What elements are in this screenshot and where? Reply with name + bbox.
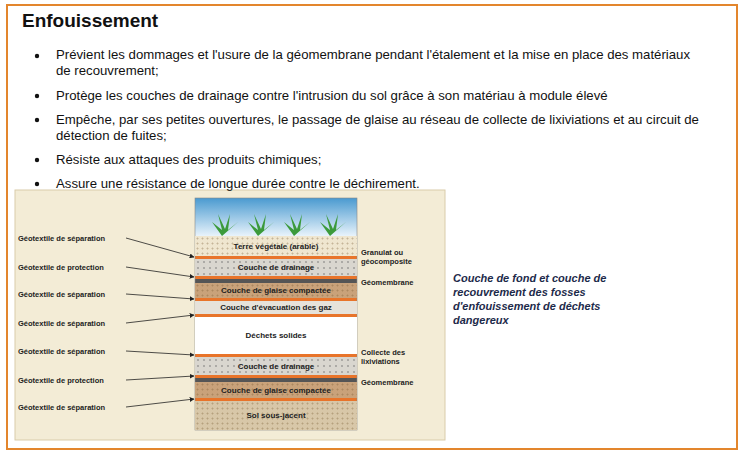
soil-layer: Couche d'évacuation des gaz (195, 301, 357, 314)
layer-label: Couche de glaise compactée (221, 286, 331, 295)
soil-layer: Déchets solides (195, 317, 357, 354)
layer-callout: Géotextile de séparation (18, 234, 126, 243)
layer-callout: Géotextile de protection (18, 263, 126, 272)
layer-callout: Géomembrane (361, 278, 441, 287)
layer-label: Couche de glaise compactée (221, 386, 331, 395)
layer-callout: Granulat ou géocomposite (361, 248, 439, 266)
layer-label: Déchets solides (246, 331, 307, 340)
layer-callout: Collecte des lixiviations (361, 348, 439, 366)
bullet-dots (35, 54, 39, 186)
layer-callout: Géotextile de séparation (18, 319, 126, 328)
layer-callout: Géotextile de protection (18, 376, 126, 385)
layer-label: Sol sous-jacent (246, 411, 305, 420)
column-outline (195, 198, 357, 430)
soil-layer: Couche de glaise compactée (195, 283, 357, 298)
layer-label: Couche d'évacuation des gaz (220, 303, 332, 312)
leader-lines (126, 238, 194, 407)
layer-callout: Géotextile de séparation (18, 403, 126, 412)
soil-layer: Terre végétale (arable) (195, 236, 357, 256)
bullet-text: Prévient les dommages et l'usure de la g… (56, 47, 706, 79)
bullet-text: Protège les couches de drainage contre l… (56, 88, 726, 104)
geomembrane-lines (195, 279, 357, 382)
layer-callout: Géomembrane (361, 378, 441, 387)
bullet-text: Empêche, par ses petites ouvertures, le … (56, 112, 726, 144)
soil-layer: Couche de glaise compactée (195, 382, 357, 398)
diagram-panel (15, 190, 445, 440)
sky (195, 198, 357, 236)
layer-label: Couche de drainage (238, 362, 314, 371)
slide-title: Enfouissement (22, 10, 158, 32)
layer-label: Couche de drainage (238, 263, 314, 272)
layer-label: Terre végétale (arable) (234, 242, 319, 251)
figure-caption: Couche de fond et couche de recouvrement… (453, 271, 653, 327)
plants (212, 214, 346, 236)
soil-layer: Couche de drainage (195, 357, 357, 375)
geotextile-lines (195, 256, 357, 401)
bullet-text: Assure une résistance de longue durée co… (56, 176, 706, 192)
soil-layer: Couche de drainage (195, 259, 357, 276)
soil-layer: Sol sous-jacent (195, 401, 357, 430)
bullet-text: Résiste aux attaques des produits chimiq… (56, 152, 706, 168)
layer-callout: Géotextile de séparation (18, 290, 126, 299)
layer-callout: Géotextile de séparation (18, 347, 126, 356)
